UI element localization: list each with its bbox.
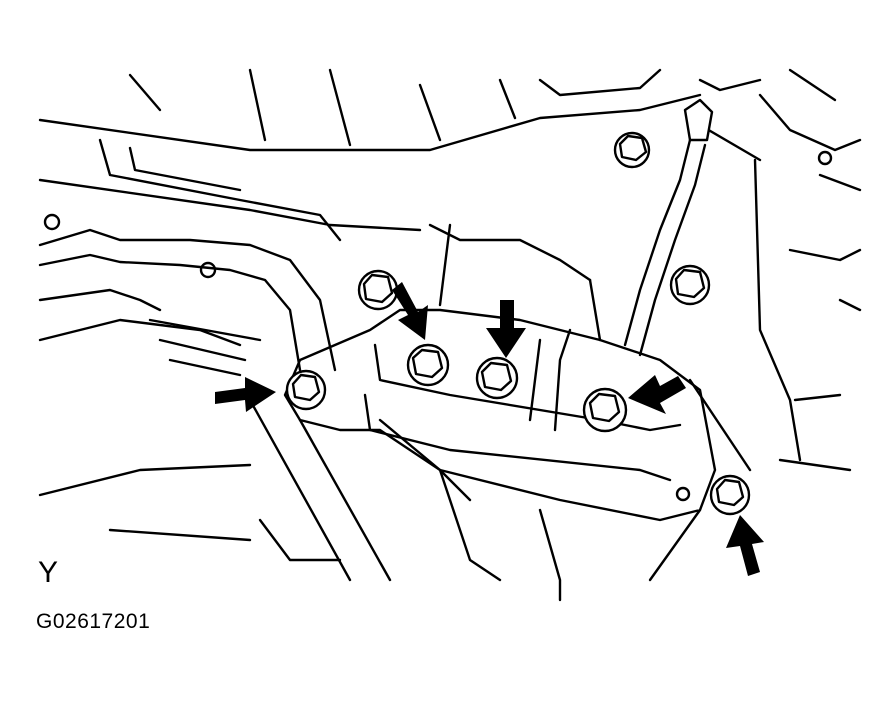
- arrow-icon: [628, 375, 686, 414]
- bolt: [613, 131, 651, 169]
- callout-arrows: [215, 282, 764, 576]
- figure-code: G02617201: [36, 610, 151, 633]
- view-label: Y: [38, 556, 59, 589]
- bolts: [285, 131, 751, 516]
- arrow-icon: [486, 300, 526, 358]
- arrow-icon: [215, 377, 276, 412]
- arrow-icon: [392, 282, 428, 340]
- bolt: [285, 369, 327, 411]
- bolt: [406, 343, 450, 387]
- arrow-icon: [726, 515, 764, 576]
- bolt: [582, 387, 628, 433]
- cover-plate: [283, 223, 752, 602]
- bolt: [669, 264, 711, 306]
- pipe-bracket: [38, 138, 502, 582]
- dipstick-tube: [623, 98, 714, 357]
- bolt: [357, 269, 399, 311]
- bolt: [709, 474, 751, 516]
- bolt: [475, 356, 519, 400]
- housing-outline: [38, 68, 862, 472]
